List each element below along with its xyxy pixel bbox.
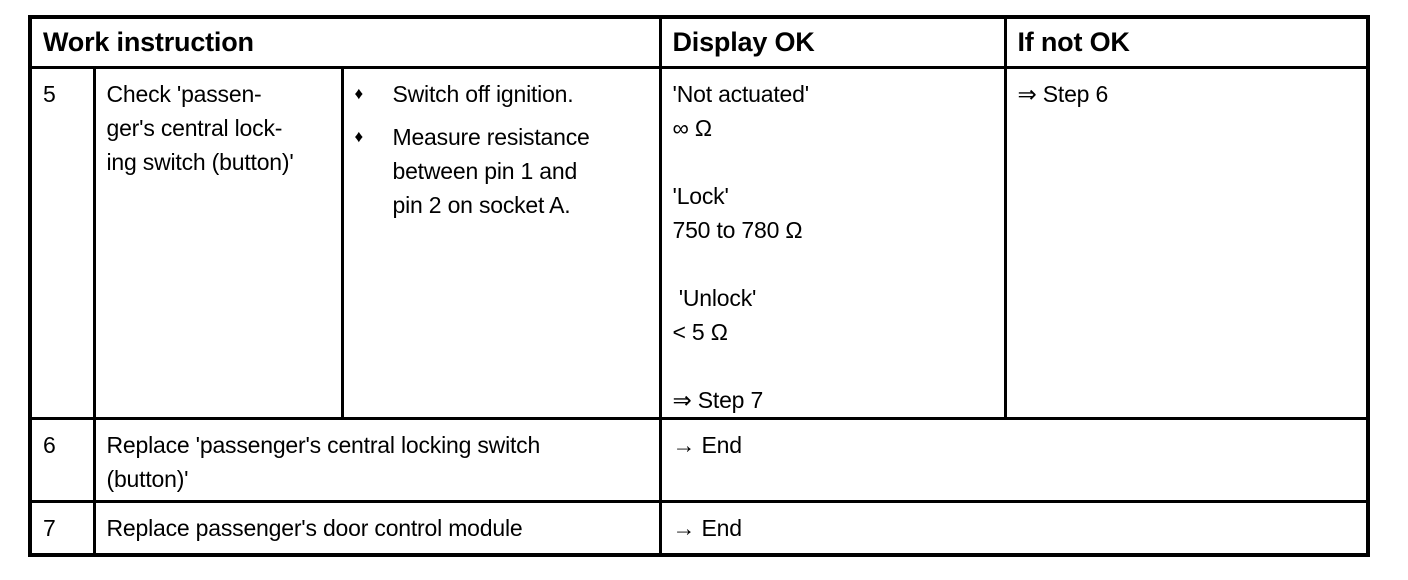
- table-header-row: Work instruction Display OK If not OK: [28, 15, 1370, 69]
- step-number: 7: [28, 499, 96, 557]
- step-task: Check 'passen- ger's central lock- ing s…: [92, 65, 344, 420]
- diamond-bullet-icon: ♦: [354, 126, 364, 146]
- table-row-step-7: 7 Replace passenger's door control modul…: [28, 499, 1370, 557]
- header-display-ok: Display OK: [658, 15, 1007, 69]
- step-procedure-cell: ♦ Switch off ignition. ♦ Measure resista…: [340, 65, 662, 420]
- table-row-step-6: 6 Replace 'passenger's central locking s…: [28, 416, 1370, 503]
- bullet-item: ♦ Switch off ignition.: [355, 77, 649, 111]
- bullet-item: ♦ Measure resistance between pin 1 and p…: [355, 120, 649, 222]
- step-result: → End: [658, 416, 1370, 503]
- diagnostic-table: Work instruction Display OK If not OK 5 …: [28, 15, 1370, 557]
- step-number: 6: [28, 416, 96, 503]
- step-if-not-ok: ⇒ Step 6: [1003, 65, 1370, 420]
- header-work-instruction: Work instruction: [28, 15, 662, 69]
- step-display-ok: 'Not actuated' ∞ Ω 'Lock' 750 to 780 Ω '…: [658, 65, 1007, 420]
- bullet-text: Measure resistance between pin 1 and pin…: [392, 123, 590, 218]
- header-if-not-ok: If not OK: [1003, 15, 1370, 69]
- step-task: Replace passenger's door control module: [92, 499, 662, 557]
- diamond-bullet-icon: ♦: [354, 83, 364, 103]
- step-task: Replace 'passenger's central locking swi…: [92, 416, 662, 503]
- step-number: 5: [28, 65, 96, 420]
- bullet-text: Switch off ignition.: [392, 80, 574, 107]
- step-result: → End: [658, 499, 1370, 557]
- table-row-step-5: 5 Check 'passen- ger's central lock- ing…: [28, 65, 1370, 420]
